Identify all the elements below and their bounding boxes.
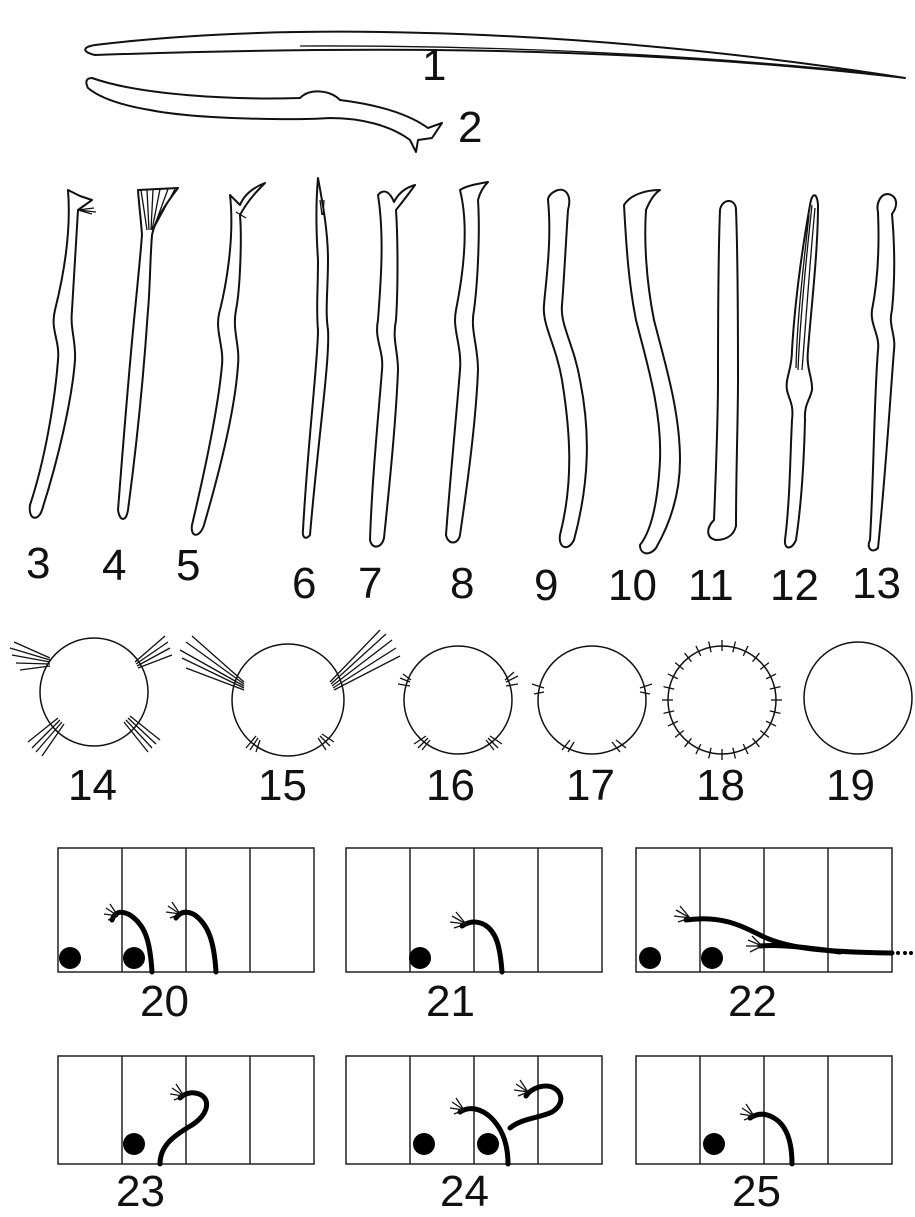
- seta-figure-6: [303, 178, 328, 538]
- figure-label-13: 13: [852, 559, 901, 608]
- cross-section-figure-19: [804, 642, 912, 754]
- seta-figure-2: [86, 78, 442, 152]
- cross-section-figure-15: [180, 630, 400, 756]
- figure-label-23: 23: [116, 1167, 165, 1216]
- seta-figure-8: [446, 182, 488, 543]
- figure-label-10: 10: [608, 561, 657, 610]
- figure-label-11: 11: [688, 561, 734, 610]
- schematic-panel-21: [346, 848, 602, 972]
- seta-figure-11: [708, 201, 738, 540]
- figure-label-21: 21: [426, 977, 475, 1026]
- seta-figure-3: [30, 190, 96, 518]
- schematic-panel-20: [58, 848, 314, 972]
- cross-section-figure-18: [662, 640, 782, 760]
- schematic-panel-25: [636, 1056, 892, 1164]
- cross-section-figure-16: [398, 646, 518, 754]
- figure-label-12: 12: [770, 561, 819, 610]
- cross-section-figure-14: [10, 636, 172, 756]
- seta-figure-7: [370, 185, 415, 547]
- figure-label-4: 4: [102, 541, 126, 590]
- seta-figure-9: [544, 190, 587, 547]
- figure-label-9: 9: [534, 561, 558, 610]
- figure-label-8: 8: [450, 559, 474, 608]
- figure-label-14: 14: [68, 761, 117, 810]
- cross-section-figure-17: [532, 646, 652, 754]
- schematic-panel-23: [58, 1056, 314, 1164]
- figure-label-2: 2: [458, 103, 482, 152]
- figure-label-22: 22: [728, 977, 777, 1026]
- schematic-panel-22: [636, 848, 913, 972]
- figure-label-24: 24: [440, 1167, 489, 1216]
- figure-label-3: 3: [26, 539, 50, 588]
- figure-label-15: 15: [258, 761, 307, 810]
- figure-label-7: 7: [358, 559, 382, 608]
- seta-figure-12: [785, 195, 818, 547]
- figure-label-25: 25: [732, 1167, 781, 1216]
- seta-figure-10: [624, 190, 680, 553]
- seta-figure-5: [192, 183, 265, 535]
- seta-figure-4: [118, 188, 178, 519]
- figure-label-5: 5: [176, 541, 200, 590]
- figure-label-6: 6: [292, 559, 316, 608]
- figure-label-18: 18: [696, 761, 745, 810]
- figure-label-17: 17: [566, 761, 615, 810]
- figure-label-1: 1: [422, 41, 446, 90]
- schematic-panel-24: [346, 1056, 602, 1164]
- figure-label-16: 16: [426, 761, 475, 810]
- figure-label-20: 20: [140, 977, 189, 1026]
- seta-figure-13: [869, 194, 896, 550]
- figure-label-19: 19: [826, 761, 875, 810]
- seta-figure-1: [85, 32, 905, 78]
